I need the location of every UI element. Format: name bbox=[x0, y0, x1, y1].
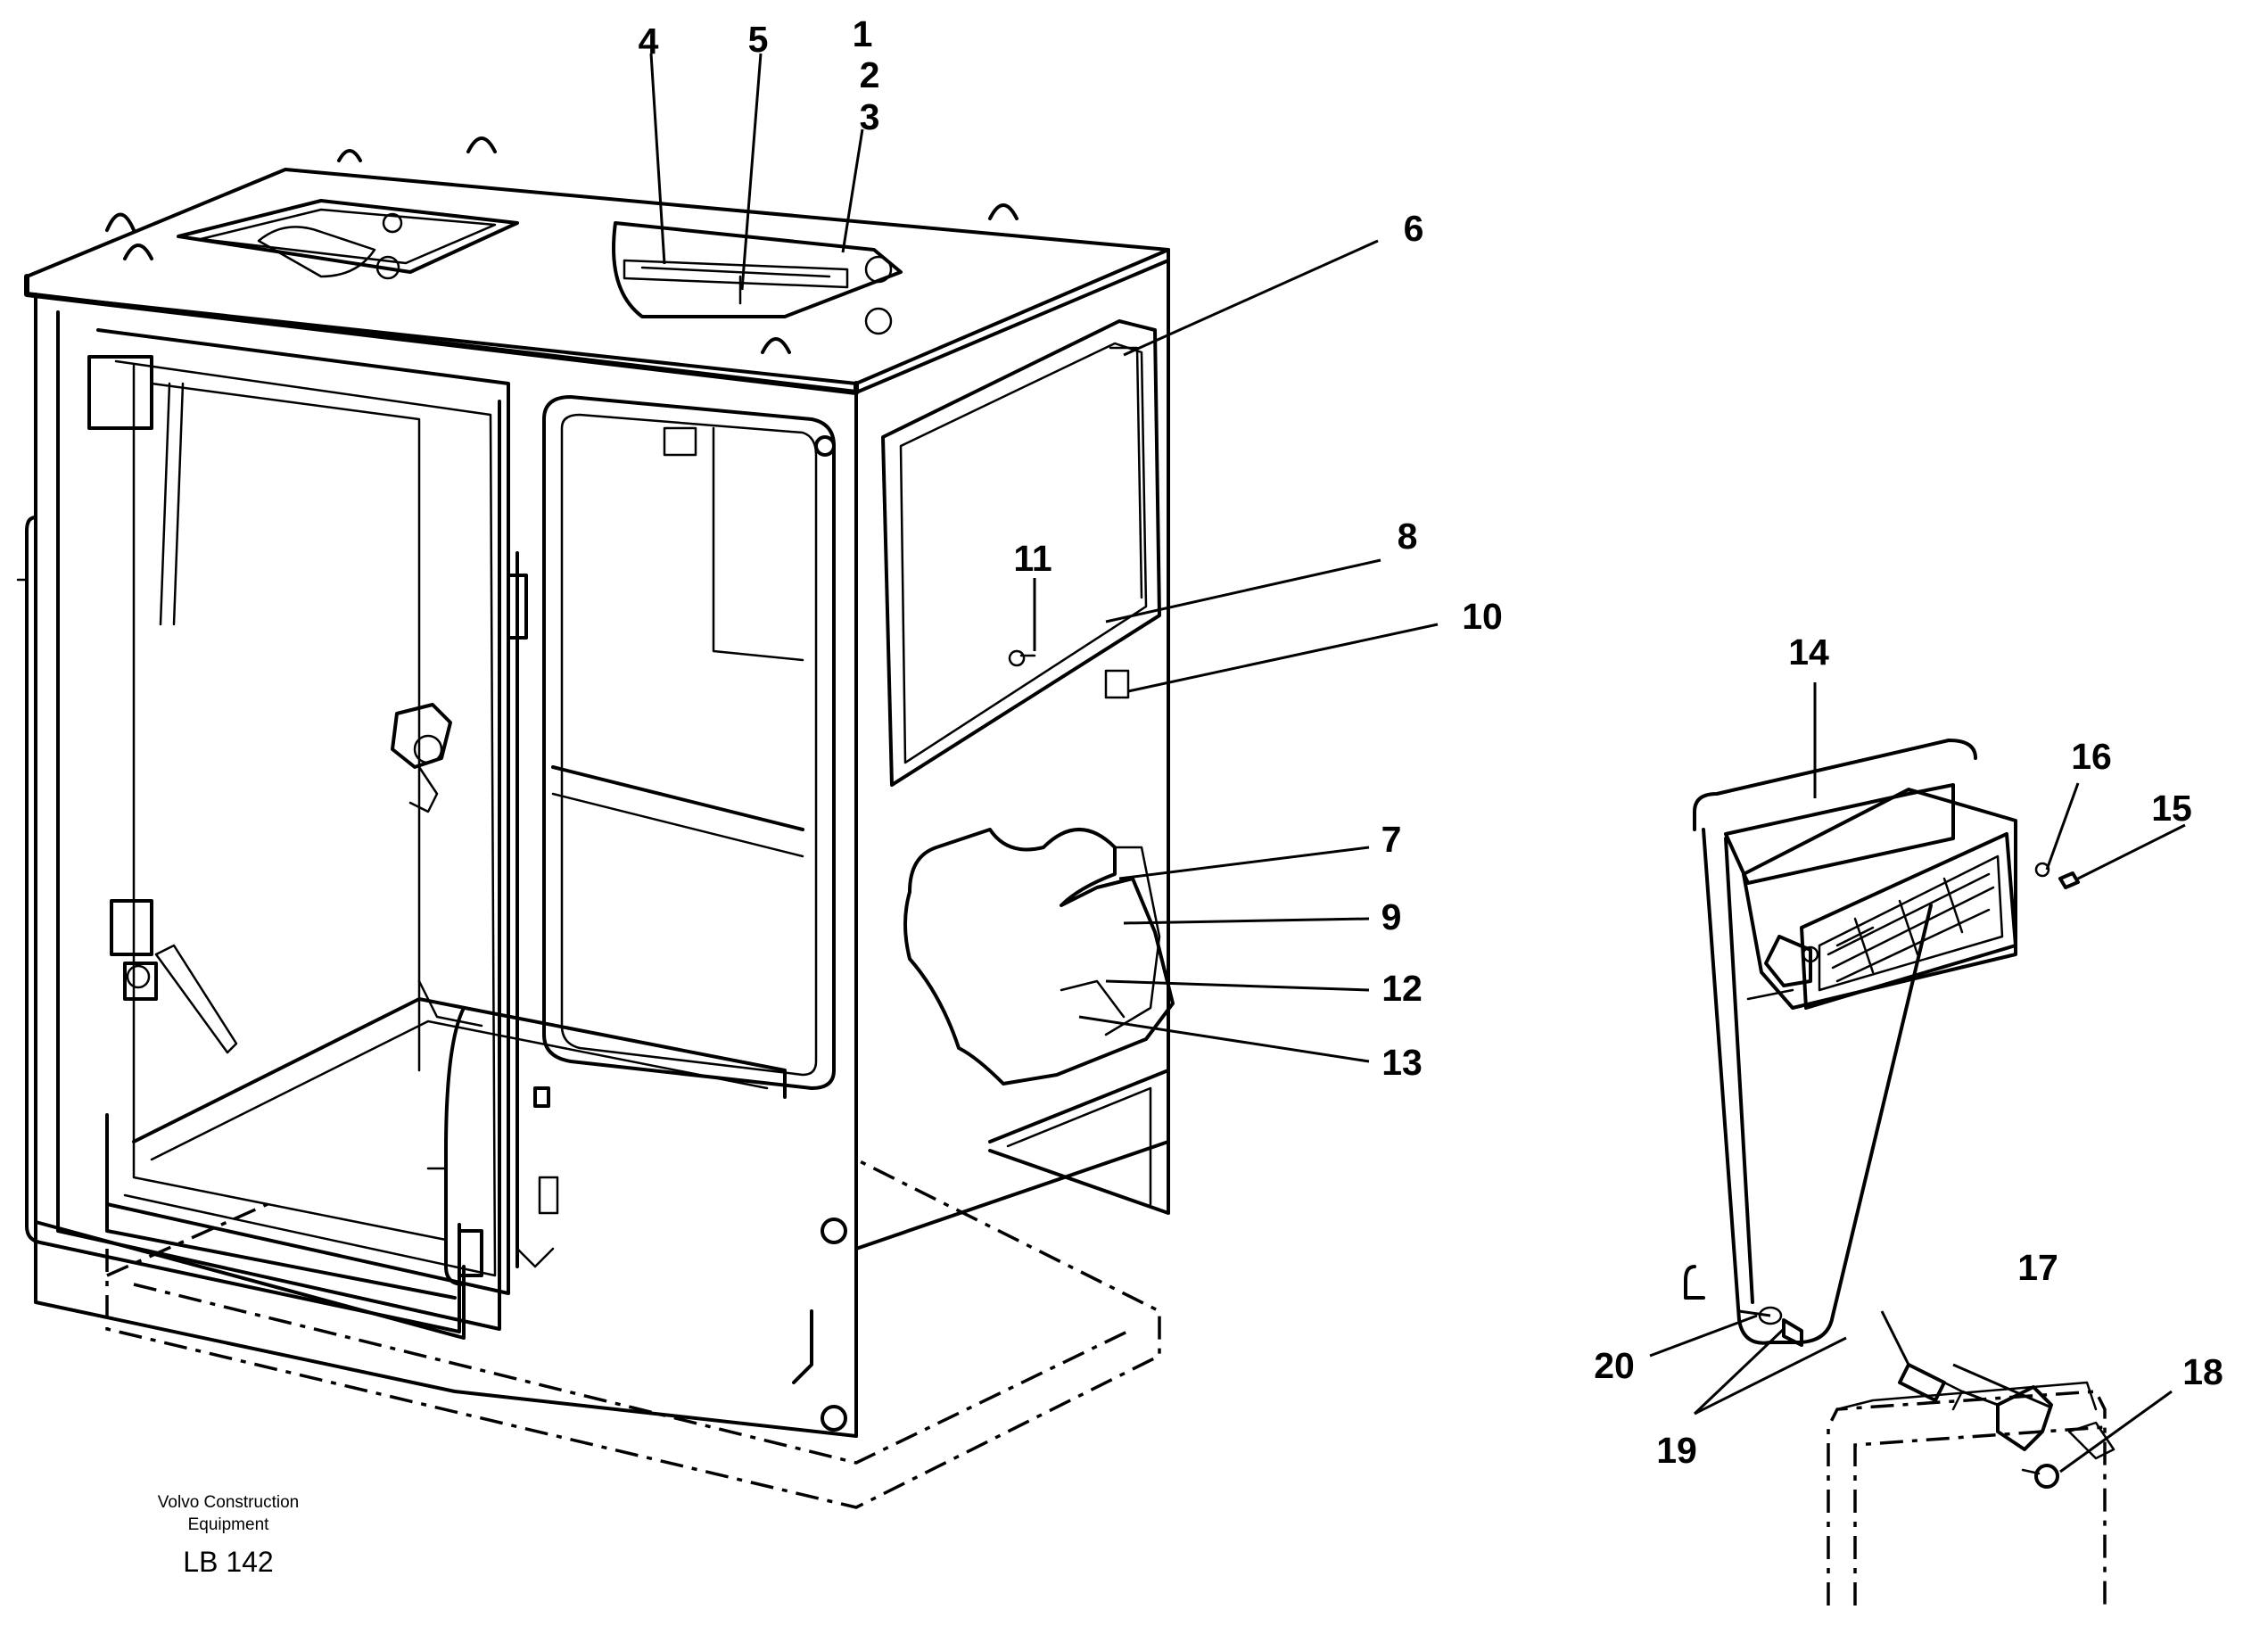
callout-11: 11 bbox=[1013, 538, 1052, 579]
callout-17: 17 bbox=[2017, 1247, 2058, 1288]
callout-13: 13 bbox=[1381, 1042, 1423, 1083]
callout-18: 18 bbox=[2182, 1351, 2223, 1392]
base-platform bbox=[105, 1158, 1161, 1509]
callout-8: 8 bbox=[1398, 516, 1418, 557]
callout-6: 6 bbox=[1404, 208, 1424, 249]
footer-diagram-code: LB 142 bbox=[183, 1546, 273, 1578]
callout-10: 10 bbox=[1462, 596, 1503, 637]
footer-company-line2: Equipment bbox=[188, 1515, 270, 1534]
cab-body bbox=[24, 136, 1175, 1438]
callout-7: 7 bbox=[1381, 819, 1402, 860]
callout-12: 12 bbox=[1381, 968, 1423, 1009]
callout-1: 1 bbox=[853, 13, 873, 54]
lamp-lens-texture bbox=[1827, 872, 1995, 983]
callout-15: 15 bbox=[2151, 788, 2192, 829]
callout-2: 2 bbox=[860, 54, 880, 95]
callout-5: 5 bbox=[748, 19, 769, 60]
callout-19: 19 bbox=[1656, 1430, 1697, 1471]
work-light-assembly bbox=[1684, 739, 2115, 1606]
callout-3: 3 bbox=[860, 96, 880, 137]
callout-labels: 1 2 3 4 5 6 7 8 9 10 11 12 13 14 15 16 1… bbox=[639, 13, 2223, 1471]
cab-rear-window bbox=[542, 395, 836, 1090]
callout-9: 9 bbox=[1381, 896, 1402, 937]
footer-company-line1: Volvo Construction bbox=[158, 1493, 299, 1512]
leader-lines bbox=[649, 53, 2186, 1474]
callout-20: 20 bbox=[1594, 1345, 1635, 1386]
callout-4: 4 bbox=[639, 21, 659, 62]
callout-14: 14 bbox=[1788, 632, 1829, 673]
footer: Volvo Construction Equipment LB 142 bbox=[158, 1493, 299, 1578]
callout-16: 16 bbox=[2071, 736, 2112, 777]
cab-door bbox=[16, 310, 787, 1340]
